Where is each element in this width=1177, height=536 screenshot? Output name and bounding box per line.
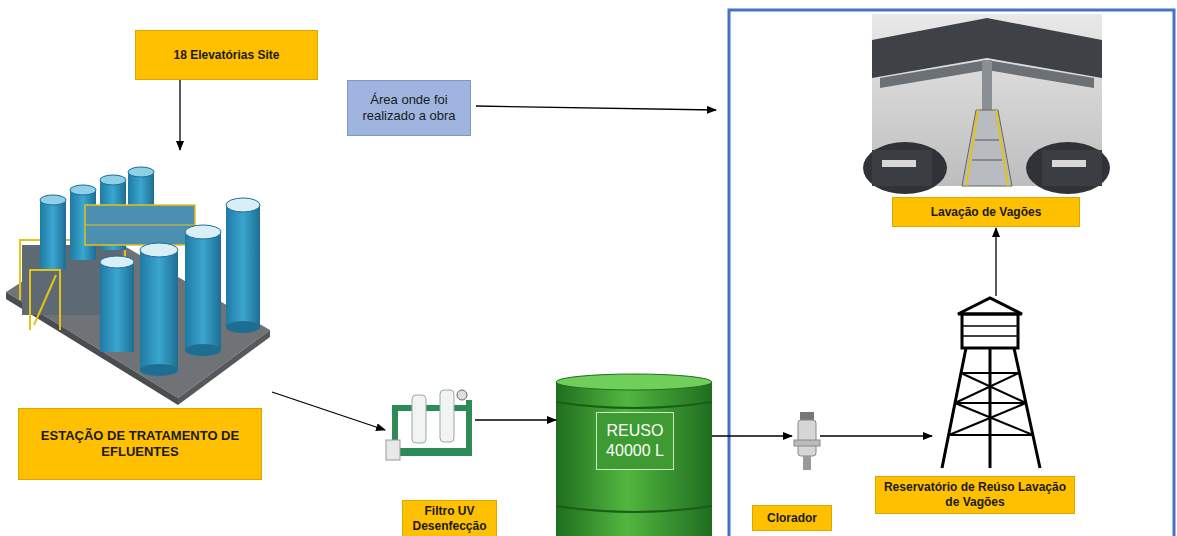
treatment-plant-illustration <box>6 167 270 405</box>
flow-arrow <box>820 435 932 436</box>
flow-arrow <box>272 392 385 430</box>
node-text: Clorador <box>767 511 817 526</box>
leader-arrow <box>476 106 716 110</box>
wash-node: Lavação de Vagões <box>872 14 1102 228</box>
filter-node: Filtro UV Desenfecção <box>385 385 475 536</box>
label-box: Filtro UV Desenfecção <box>402 500 497 536</box>
tower-node: Reservatório de Reúso Lavação de Vagões <box>932 296 1048 514</box>
node-text: Reservatório de Reúso Lavação de Vagões <box>882 480 1068 510</box>
chlorinator-node: Clorador <box>792 410 820 531</box>
node-text: REUSO 40000 L <box>603 421 667 461</box>
water-tower-icon <box>942 298 1040 468</box>
reuse-drum-illustration <box>556 374 712 536</box>
station-box: 18 Elevatórias Site <box>135 30 318 80</box>
node-text: Área onde foi realizado a obra <box>354 92 464 125</box>
note-box: Área onde foi realizado a obra <box>347 80 471 136</box>
flow-arrow <box>995 228 996 296</box>
label-box: REUSO 40000 L <box>596 412 674 470</box>
label-box: Reservatório de Reúso Lavação de Vagões <box>875 476 1075 514</box>
label-box: Lavação de Vagões <box>892 197 1080 227</box>
wagon-wash-photo <box>863 14 1110 194</box>
node-text: Filtro UV Desenfecção <box>409 504 490 534</box>
drum-node: REUSO 40000 L <box>556 376 712 534</box>
node-text: Lavação de Vagões <box>931 205 1042 220</box>
plant-node: ESTAÇÃO DE TRATAMENTO DE EFLUENTES <box>0 150 272 480</box>
label-box: ESTAÇÃO DE TRATAMENTO DE EFLUENTES <box>18 408 262 480</box>
work-area-frame <box>729 10 1174 536</box>
node-text: ESTAÇÃO DE TRATAMENTO DE EFLUENTES <box>25 428 255 461</box>
flow-arrow <box>712 435 792 436</box>
flow-arrow <box>179 80 180 150</box>
label-box: Clorador <box>752 505 832 531</box>
flow-arrow <box>475 419 556 420</box>
node-text: 18 Elevatórias Site <box>173 48 279 63</box>
uv-filter-illustration <box>386 390 472 460</box>
chlorinator-illustration <box>794 412 820 470</box>
